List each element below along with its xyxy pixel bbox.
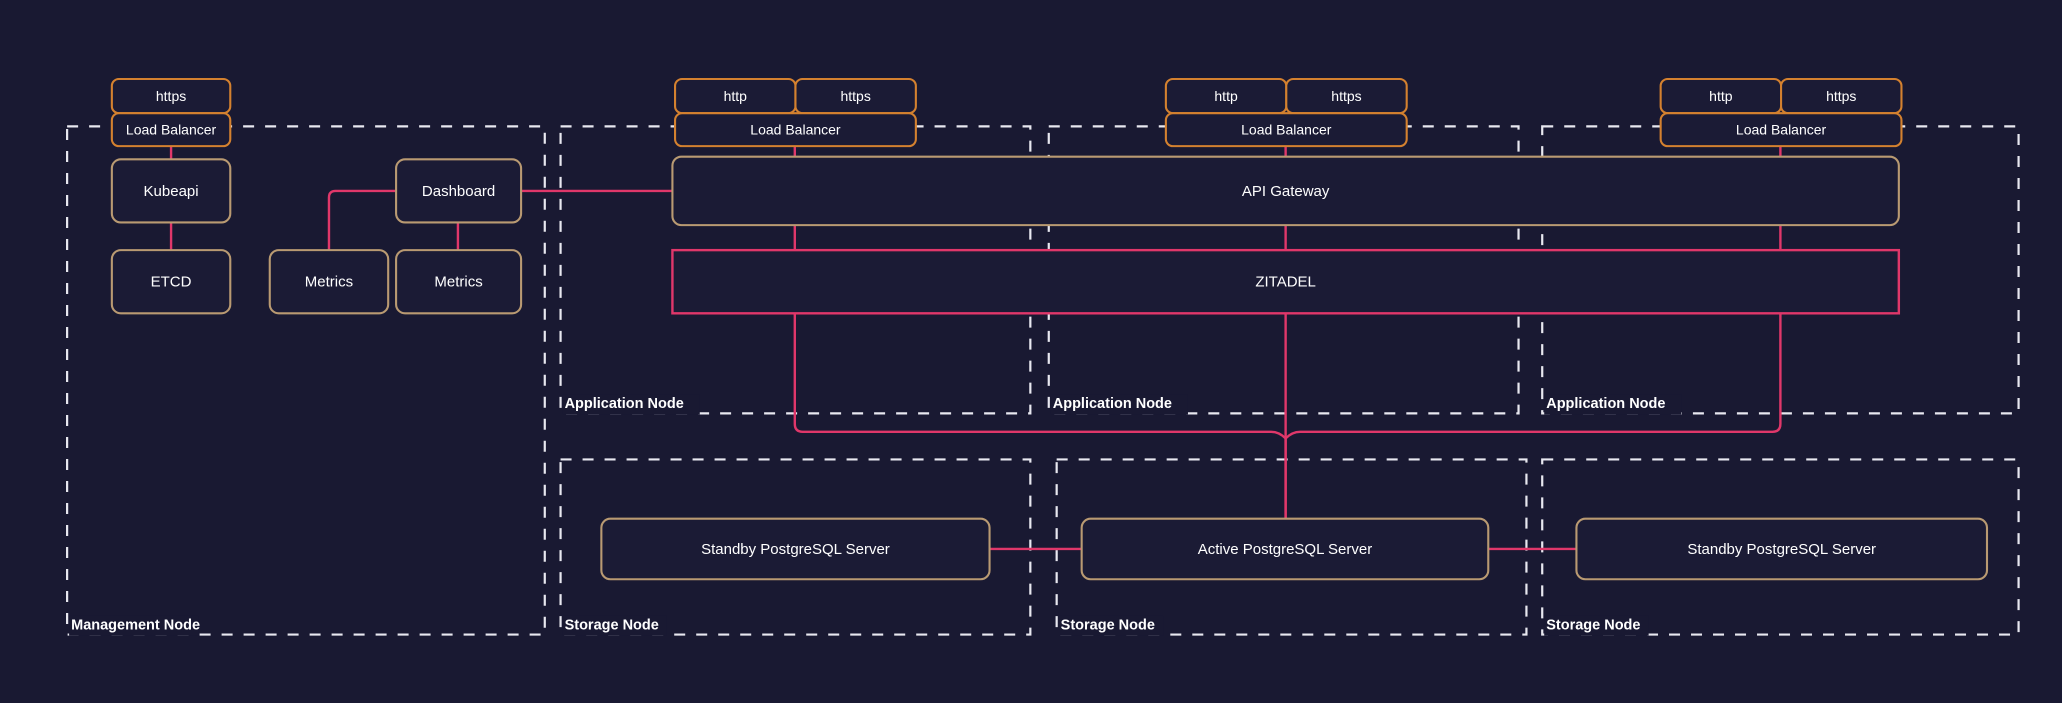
node-group-label: Storage Node (1061, 617, 1155, 633)
box-label: Metrics (434, 274, 482, 291)
node-group-label: Application Node (565, 396, 684, 412)
node-group-label: Application Node (1053, 396, 1172, 412)
node-group-label: Storage Node (565, 617, 659, 633)
node-group-storage-node-1: Storage Node (559, 458, 1032, 636)
node-group-border (559, 458, 1032, 636)
node-groups-layer: Management Node Application Node Applicati… (66, 125, 2020, 636)
component-box-dashboard[interactable]: Dashboard (395, 158, 523, 224)
protocol-label: http (724, 88, 748, 104)
connector-metrics-left-to-dashboard (327, 189, 397, 251)
component-box-standby-postgresql-1[interactable]: Standby PostgreSQL Server (600, 517, 991, 581)
node-group-management-node: Management Node (66, 125, 546, 636)
box-label: ETCD (151, 274, 192, 291)
box-label: Standby PostgreSQL Server (1687, 541, 1876, 558)
box-label: ZITADEL (1255, 274, 1316, 291)
box-outline (110, 249, 232, 315)
box-outline (1080, 517, 1490, 581)
protocol-label: http (1709, 88, 1733, 104)
component-box-active-postgresql[interactable]: Active PostgreSQL Server (1080, 517, 1490, 581)
node-group-label: Storage Node (1546, 617, 1640, 633)
load-balancer-body[interactable] (110, 112, 232, 148)
node-group-border (1541, 125, 2020, 415)
load-balancer-body[interactable] (1659, 112, 1903, 148)
protocol-label: https (1331, 88, 1361, 104)
box-outline (110, 158, 232, 224)
box-outline (1575, 517, 1989, 581)
box-label: Standby PostgreSQL Server (701, 541, 890, 558)
box-outline (395, 249, 523, 315)
node-group-label: Application Node (1546, 396, 1665, 412)
component-box-kubeapi[interactable]: Kubeapi (110, 158, 232, 224)
protocol-label: https (840, 88, 870, 104)
load-balancer-label: Load Balancer (126, 121, 217, 137)
box-label: Dashboard (422, 183, 495, 200)
connector-zitadel-right-to-storage (1284, 313, 1782, 440)
node-group-storage-node-2: Storage Node (1055, 458, 1528, 636)
load-balancer-label: Load Balancer (1241, 121, 1332, 137)
connector-zitadel-left-to-storage (793, 313, 1287, 519)
load-balancer-label: Load Balancer (750, 121, 841, 137)
box-outline (671, 248, 1901, 315)
box-outline (671, 155, 1900, 227)
load-balancer-label: Load Balancer (1736, 121, 1827, 137)
node-group-storage-node-3: Storage Node (1541, 458, 2020, 636)
component-box-metrics-left[interactable]: Metrics (268, 249, 390, 315)
component-box-standby-postgresql-2[interactable]: Standby PostgreSQL Server (1575, 517, 1989, 581)
box-outline (600, 517, 991, 581)
node-group-border (66, 125, 546, 636)
box-outline (268, 249, 390, 315)
protocol-label: http (1214, 88, 1238, 104)
load-balancer-body[interactable] (674, 112, 917, 148)
box-label: API Gateway (1242, 183, 1330, 200)
component-box-metrics-right[interactable]: Metrics (395, 249, 523, 315)
protocol-label: https (1826, 88, 1856, 104)
box-outline (395, 158, 523, 224)
component-box-zitadel[interactable]: ZITADEL (671, 248, 1901, 315)
node-group-application-node-3: Application Node (1541, 125, 2020, 415)
component-box-api-gateway[interactable]: API Gateway (671, 155, 1900, 227)
load-balancer-body[interactable] (1164, 112, 1408, 148)
node-group-border (1541, 458, 2020, 636)
box-label: Active PostgreSQL Server (1198, 541, 1373, 558)
box-label: Kubeapi (144, 183, 199, 200)
protocol-label: https (156, 88, 186, 104)
box-label: Metrics (305, 274, 353, 291)
node-group-border (1055, 458, 1528, 636)
component-box-etcd[interactable]: ETCD (110, 249, 232, 315)
connectors-layer (169, 146, 1782, 551)
node-group-label: Management Node (71, 617, 200, 633)
